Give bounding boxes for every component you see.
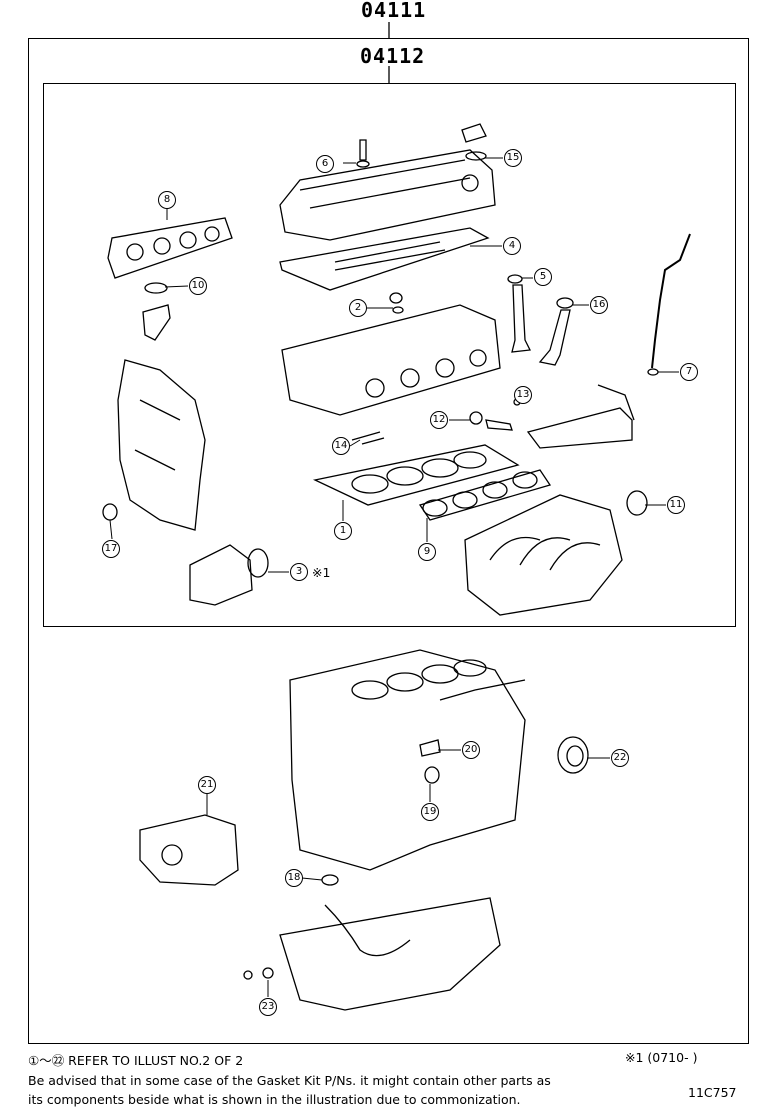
exhaust-manifold-gasket-drawing: [107, 217, 233, 279]
head-cover-drawing: [279, 149, 496, 241]
outer-kit-frame: [28, 38, 749, 1044]
head-cover-gasket-drawing: [279, 227, 490, 291]
callout-20: 20: [462, 741, 480, 759]
callout-12: 12: [430, 411, 448, 429]
intake-manifold-drawing: [464, 494, 623, 616]
cylinder-head-drawing: [281, 304, 501, 416]
callout-23: 23: [259, 998, 277, 1016]
outer-kit-code: 04111: [361, 0, 427, 22]
callout-13: 13: [514, 386, 532, 404]
callout-14: 14: [332, 437, 350, 455]
inner-kit-code: 04112: [360, 44, 426, 68]
callout-9: 9: [418, 543, 436, 561]
head-gasket-drawing: [312, 444, 520, 506]
callout-21: 21: [198, 776, 216, 794]
oil-pan-drawing: [279, 897, 501, 1011]
callout-16: 16: [590, 296, 608, 314]
callout-17: 17: [102, 540, 120, 558]
callout-2: 2: [349, 299, 367, 317]
intake-manifold-gasket-drawing: [418, 469, 552, 521]
callout-11: 11: [667, 496, 685, 514]
refer-note: ①～㉒ REFER TO ILLUST NO.2 OF 2: [28, 1053, 244, 1068]
callout-15: 15: [504, 149, 522, 167]
callout-18: 18: [285, 869, 303, 887]
advisory-line-2: its components beside what is shown in t…: [28, 1092, 521, 1107]
valve-drawing: [511, 284, 531, 353]
date-range-note: ※1 (0710- ): [625, 1050, 698, 1065]
engine-block-drawing: [289, 649, 526, 871]
callout-19: 19: [421, 803, 439, 821]
callout-7: 7: [680, 363, 698, 381]
callout-1: 1: [334, 522, 352, 540]
callout-10: 10: [189, 277, 207, 295]
rear-cover-drawing: [139, 814, 239, 886]
dipstick-guide-drawing: [651, 233, 691, 369]
timing-cover-drawing: [117, 359, 206, 531]
callout-6: 6: [316, 155, 334, 173]
fuel-rail-drawing: [526, 407, 633, 449]
callout-22: 22: [611, 749, 629, 767]
callout-8: 8: [158, 191, 176, 209]
callout-5: 5: [534, 268, 552, 286]
callout-4: 4: [503, 237, 521, 255]
inner-kit-frame: [43, 83, 736, 627]
illustration-code: 11C757: [688, 1085, 737, 1100]
advisory-line-1: Be advised that in some case of the Gask…: [28, 1073, 551, 1088]
callout-3: 3: [290, 563, 308, 581]
part3-date-mark: ※1: [312, 565, 331, 580]
water-pump-drawing: [189, 544, 253, 606]
